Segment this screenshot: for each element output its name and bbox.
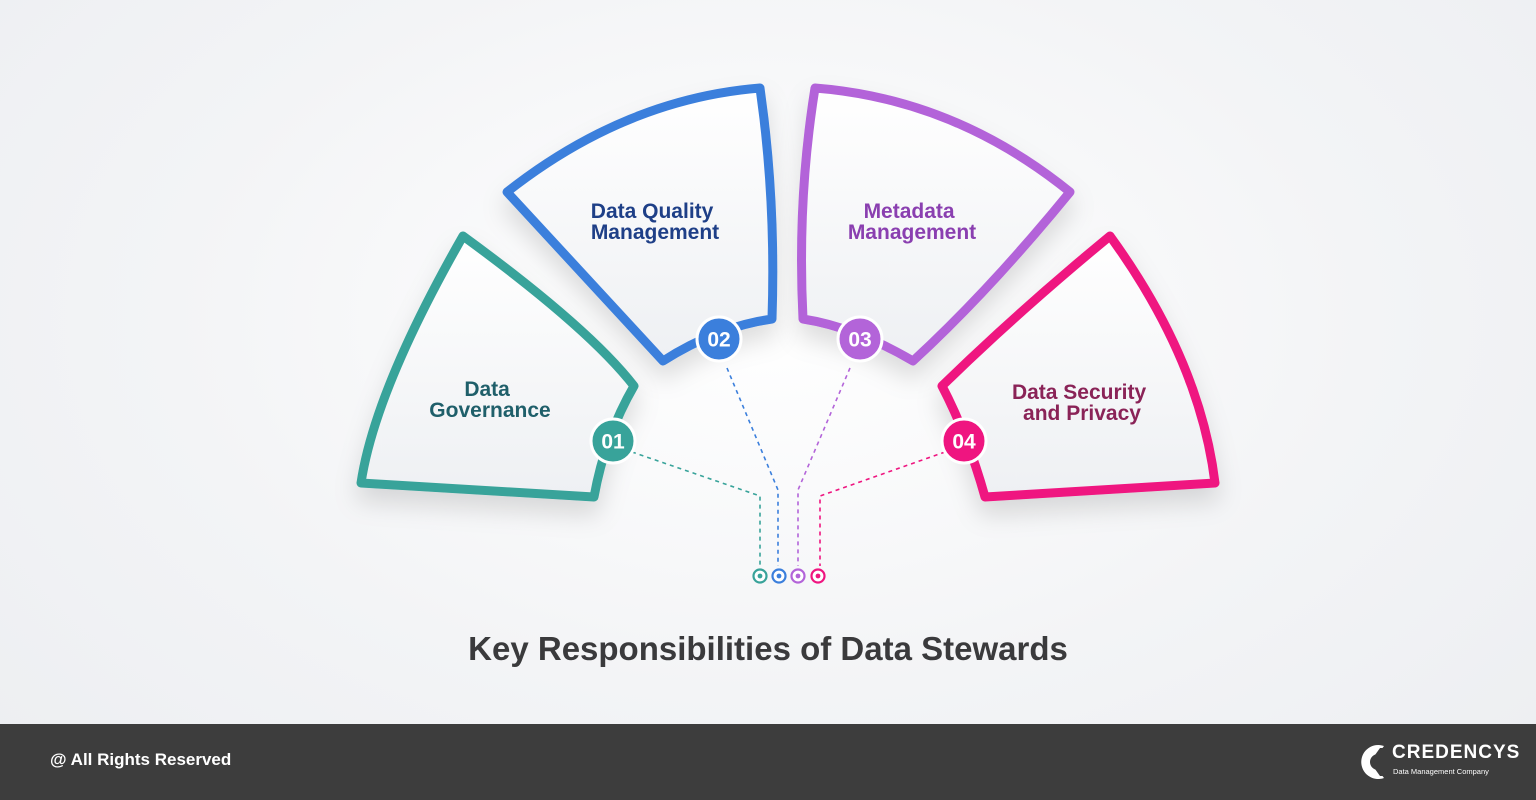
brand-tagline: Data Management Company xyxy=(1393,767,1489,776)
dot-04 xyxy=(810,568,826,584)
sector-label: Data Governance xyxy=(429,378,550,422)
sector-label: Data Security and Privacy xyxy=(1012,381,1152,425)
logo-mark-icon xyxy=(1361,745,1386,779)
page-title: Key Responsibilities of Data Stewards xyxy=(468,630,1068,667)
dot-02 xyxy=(771,568,787,584)
connector-line-02 xyxy=(726,367,779,566)
dot-01 xyxy=(752,568,768,584)
label-line-2: and Privacy xyxy=(1023,402,1141,425)
number-badge-03: 03 xyxy=(836,315,884,363)
label-line-1: Data Quality xyxy=(591,200,714,223)
number-badge-04: 04 xyxy=(940,417,988,465)
connector-lines xyxy=(631,367,946,566)
number-badge-01: 01 xyxy=(589,417,637,465)
brand-name: CREDENCYS xyxy=(1392,742,1521,763)
label-line-2: Management xyxy=(591,221,719,244)
responsibilities-diagram: Data Governance Data Quality Management … xyxy=(356,83,1220,584)
number-badge-02: 02 xyxy=(695,315,743,363)
connector-line-03 xyxy=(797,367,851,566)
svg-text:02: 02 xyxy=(707,329,730,352)
dot-03 xyxy=(790,568,806,584)
sector-label: Metadata Management xyxy=(848,200,976,244)
label-line-1: Data Security xyxy=(1012,381,1147,404)
footer-bar: @ All Rights Reserved CREDENCYS Data Man… xyxy=(0,724,1536,800)
label-line-2: Governance xyxy=(429,399,550,422)
label-line-1: Metadata xyxy=(864,200,955,223)
label-line-1: Data xyxy=(464,378,510,401)
connector-line-01 xyxy=(631,451,761,566)
sector-data-security-and-privacy[interactable]: Data Security and Privacy xyxy=(937,231,1220,502)
svg-text:04: 04 xyxy=(952,431,976,454)
sector-label: Data Quality Management xyxy=(591,200,719,244)
brand-logo: CREDENCYS Data Management Company xyxy=(1356,738,1519,786)
svg-text:01: 01 xyxy=(601,431,625,454)
svg-text:03: 03 xyxy=(848,329,871,352)
sector-metadata-management[interactable]: Metadata Management xyxy=(797,83,1075,366)
connector-dots xyxy=(752,568,826,584)
label-line-2: Management xyxy=(848,221,976,244)
infographic-stage: Data Governance Data Quality Management … xyxy=(356,83,1220,667)
rights-text: @ All Rights Reserved xyxy=(50,750,232,769)
sector-shape xyxy=(797,83,1075,366)
connector-line-04 xyxy=(819,451,946,566)
